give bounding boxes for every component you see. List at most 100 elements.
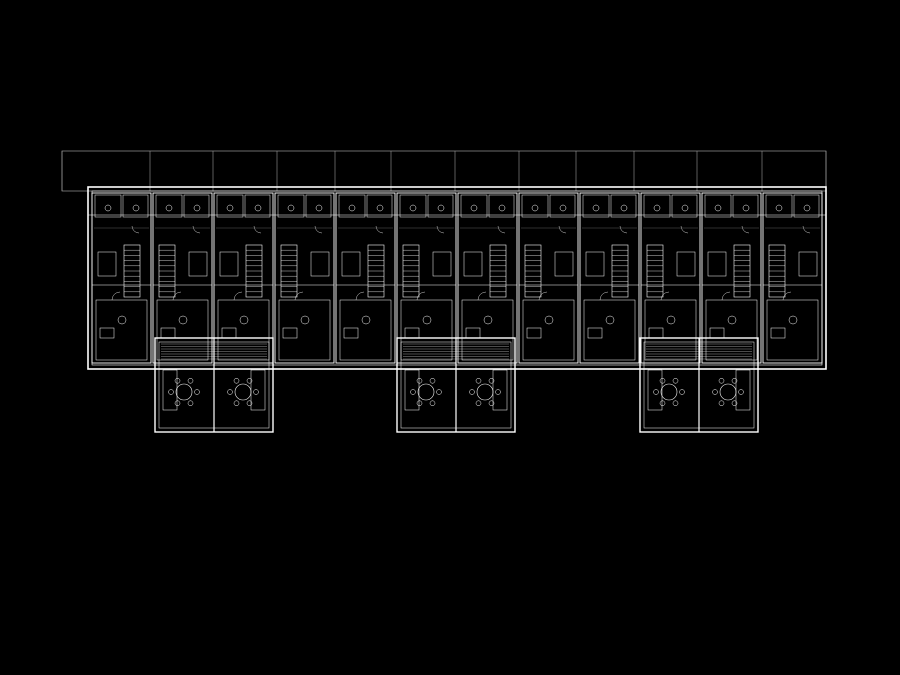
chair (174, 400, 181, 407)
unit-boundary (335, 192, 396, 364)
dining-table (660, 383, 678, 401)
chair (672, 400, 679, 407)
chair (712, 389, 718, 395)
staircase (245, 244, 263, 298)
bed-symbol (132, 204, 140, 212)
kitchen-counter (219, 251, 239, 277)
staircase (611, 244, 629, 298)
bedroom-room (643, 194, 671, 218)
chair (659, 400, 666, 407)
apartment-unit (91, 192, 152, 364)
chair (672, 377, 679, 384)
living-room (583, 299, 636, 361)
living-room (400, 299, 453, 361)
table-symbol (544, 315, 554, 325)
chair (738, 389, 744, 395)
unit-boundary (152, 192, 213, 364)
chair (679, 389, 685, 395)
apartment-unit (274, 192, 335, 364)
table-symbol (605, 315, 615, 325)
table-symbol (727, 315, 737, 325)
door-swing (131, 225, 140, 234)
unit-boundary (396, 192, 457, 364)
sofa-symbol (99, 327, 115, 339)
living-room (278, 299, 331, 361)
door-swing (721, 291, 731, 301)
door-swing (680, 225, 689, 234)
apartment-unit (152, 192, 213, 364)
chair (653, 389, 659, 395)
bed-symbol (376, 204, 384, 212)
table-symbol (361, 315, 371, 325)
bed-symbol (531, 204, 539, 212)
dining-table (417, 383, 435, 401)
door-swing (497, 225, 506, 234)
chair (246, 400, 253, 407)
bed-symbol (620, 204, 628, 212)
living-room (339, 299, 392, 361)
chair (416, 377, 423, 384)
planter (492, 369, 508, 411)
bedroom-room (427, 194, 454, 218)
planter (250, 369, 266, 411)
bedroom-room (704, 194, 732, 218)
door-swing (253, 225, 262, 234)
chair (187, 400, 194, 407)
living-room (217, 299, 270, 361)
drawing-caption (762, 506, 822, 516)
unit-boundary (213, 192, 274, 364)
planter (162, 369, 178, 411)
chair (488, 377, 495, 384)
table-symbol (117, 315, 127, 325)
sofa-symbol (587, 327, 603, 339)
chair (246, 377, 253, 384)
bedroom-room (183, 194, 210, 218)
door-swing (782, 291, 792, 301)
table-symbol (666, 315, 676, 325)
bedroom-room (582, 194, 610, 218)
door-swing (416, 291, 426, 301)
table-symbol (788, 315, 798, 325)
chair (233, 377, 240, 384)
terraces (154, 337, 759, 433)
apartment-unit (396, 192, 457, 364)
door-swing (436, 225, 445, 234)
bedroom-room (488, 194, 515, 218)
bed-symbol (498, 204, 506, 212)
door-swing (660, 291, 670, 301)
unit-boundary (701, 192, 762, 364)
chair (227, 389, 233, 395)
bed-symbol (559, 204, 567, 212)
sofa-symbol (343, 327, 359, 339)
planter (647, 369, 663, 411)
bed-symbol (681, 204, 689, 212)
unit-boundary (579, 192, 640, 364)
apartment-unit (762, 192, 823, 364)
bedroom-room (155, 194, 183, 218)
sofa-symbol (282, 327, 298, 339)
bedroom-room (671, 194, 698, 218)
terrace (396, 337, 516, 433)
bedroom-room (366, 194, 393, 218)
door-swing (477, 291, 487, 301)
table-symbol (422, 315, 432, 325)
door-swing (599, 291, 609, 301)
apartment-unit (579, 192, 640, 364)
kitchen-counter (676, 251, 696, 277)
kitchen-counter (432, 251, 452, 277)
apartment-unit (213, 192, 274, 364)
chair (718, 377, 725, 384)
kitchen-counter (585, 251, 605, 277)
chair (429, 377, 436, 384)
chair (168, 389, 174, 395)
kitchen-counter (707, 251, 727, 277)
unit-boundary (91, 192, 152, 364)
door-swing (538, 291, 548, 301)
chair (488, 400, 495, 407)
kitchen-counter (188, 251, 208, 277)
sofa-symbol (770, 327, 786, 339)
door-swing (294, 291, 304, 301)
table-symbol (239, 315, 249, 325)
apartment-unit (518, 192, 579, 364)
bed-symbol (803, 204, 811, 212)
